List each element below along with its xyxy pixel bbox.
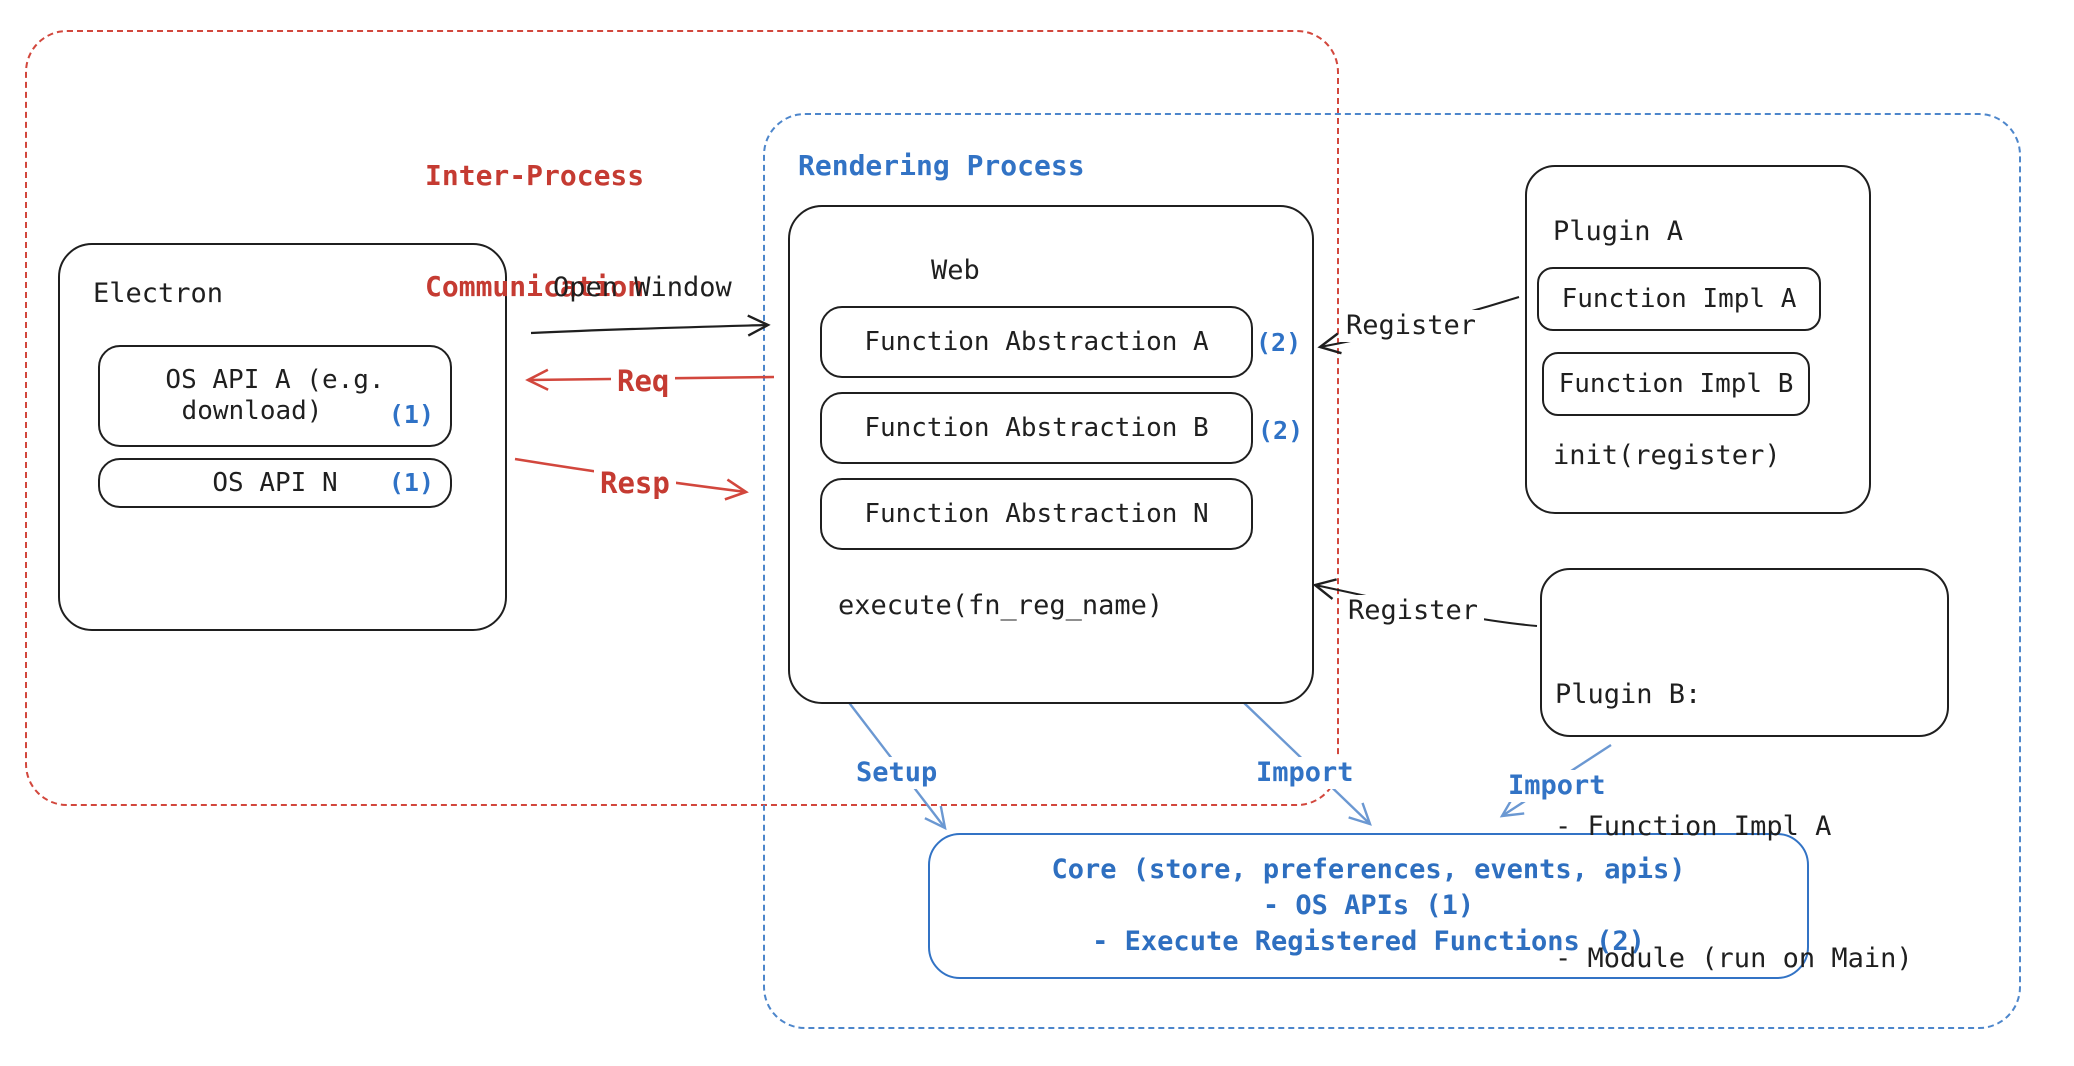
function-impl-b-label: Function Impl B xyxy=(1558,369,1794,399)
os-api-a-line2: download) xyxy=(181,396,323,426)
os-api-n-label: OS API N xyxy=(212,468,338,498)
plugin-b-item: - Module (run on Main) xyxy=(1555,943,1913,974)
function-impl-a-box: Function Impl A xyxy=(1537,267,1821,331)
plugin-b-box xyxy=(1540,568,1949,737)
function-impl-b-box: Function Impl B xyxy=(1542,352,1810,416)
open-window-label: Open Window xyxy=(553,272,732,303)
setup-label: Setup xyxy=(850,757,944,790)
core-box: Core (store, preferences, events, apis) … xyxy=(928,833,1809,979)
fn-abstraction-a-box: Function Abstraction A xyxy=(820,306,1253,378)
fn-abstraction-a-badge: (2) xyxy=(1256,328,1302,357)
fn-abstraction-a-label: Function Abstraction A xyxy=(864,327,1209,357)
core-line: Core (store, preferences, events, apis) xyxy=(1051,854,1686,885)
ipc-region-title: Inter-Process Communication xyxy=(425,84,644,380)
rendering-region-outline xyxy=(763,113,2021,1029)
register-bottom-label: Register xyxy=(1342,595,1485,628)
os-api-a-badge: (1) xyxy=(388,400,434,429)
init-register-label: init(register) xyxy=(1553,440,1781,471)
plugin-a-title: Plugin A xyxy=(1553,216,1684,247)
electron-title: Electron xyxy=(93,278,224,309)
os-api-n-box: OS API N (1) xyxy=(98,458,452,508)
os-api-n-badge: (1) xyxy=(388,468,434,497)
resp-label: Resp xyxy=(594,466,676,501)
function-impl-a-label: Function Impl A xyxy=(1561,284,1797,314)
plugin-a-box xyxy=(1525,165,1871,514)
ipc-title-line2: Communication xyxy=(425,269,645,303)
web-title: Web xyxy=(931,255,980,286)
execute-label: execute(fn_reg_name) xyxy=(838,590,1164,621)
fn-abstraction-n-label: Function Abstraction N xyxy=(864,499,1209,529)
plugin-b-text: Plugin B: - Function Impl A - Module (ru… xyxy=(1555,585,1913,1066)
os-api-a-box: OS API A (e.g. download) (1) xyxy=(98,345,452,447)
fn-abstraction-b-label: Function Abstraction B xyxy=(864,413,1209,443)
rendering-region-title: Rendering Process xyxy=(798,149,1085,182)
ipc-region-outline xyxy=(25,30,1339,806)
os-api-a-line1: OS API A (e.g. xyxy=(165,365,385,395)
plugin-b-title: Plugin B: xyxy=(1555,679,1702,710)
import-mid-label: Import xyxy=(1250,757,1360,790)
core-line: - OS APIs (1) xyxy=(1262,890,1475,921)
core-line: - Execute Registered Functions (2) xyxy=(1092,926,1645,957)
ipc-title-line1: Inter-Process xyxy=(425,158,645,192)
fn-abstraction-n-box: Function Abstraction N xyxy=(820,478,1253,550)
plugin-b-item: - Function Impl A xyxy=(1555,811,1832,842)
req-label: Req xyxy=(611,364,676,399)
import-right-label: Import xyxy=(1502,770,1612,803)
fn-abstraction-b-badge: (2) xyxy=(1258,416,1304,445)
register-top-label: Register xyxy=(1340,310,1483,343)
fn-abstraction-b-box: Function Abstraction B xyxy=(820,392,1253,464)
